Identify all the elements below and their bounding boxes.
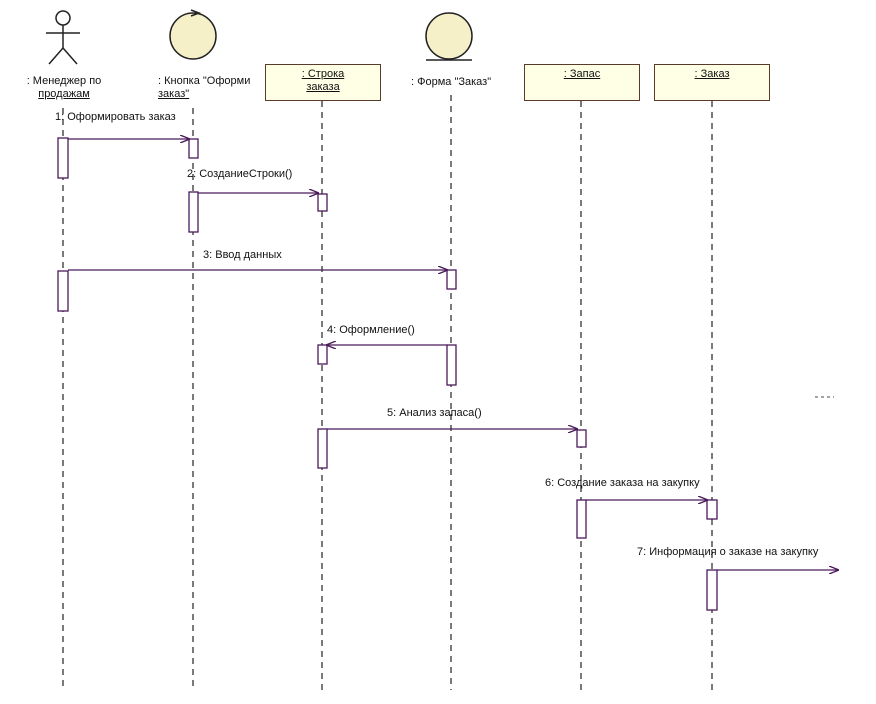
message-label-7: 7: Информация о заказе на закупку xyxy=(637,546,819,558)
entity-icon xyxy=(425,12,473,61)
message-label-4: 4: Оформление() xyxy=(327,324,415,336)
stock-label: : Запас xyxy=(563,68,601,80)
message-label-3: 3: Ввод данных xyxy=(203,249,282,261)
message-label-5: 5: Анализ запаса() xyxy=(387,407,482,419)
activation-bar xyxy=(188,138,199,159)
activation-bar xyxy=(188,191,199,233)
activation-bar xyxy=(317,193,328,212)
order-form-label: : Форма "Заказ" xyxy=(411,76,492,88)
participant-button-label: : Кнопка "Оформи заказ" xyxy=(158,75,263,101)
participant-order-form-label: : Форма "Заказ" xyxy=(411,76,491,89)
activation-bar xyxy=(446,269,457,290)
activation-bar xyxy=(446,344,457,386)
manager-label-line1: : Менеджер по xyxy=(26,75,102,87)
manager-label-line2: продажам xyxy=(38,88,90,100)
order-line-label-line1: : Строка xyxy=(301,68,345,80)
message-label-2: 2: СозданиеСтроки() xyxy=(187,168,293,180)
activation-bar xyxy=(57,137,69,179)
object-order: : Заказ xyxy=(654,64,770,101)
message-label-6: 6: Создание заказа на закупку xyxy=(545,477,700,489)
object-stock: : Запас xyxy=(524,64,640,101)
activation-bar xyxy=(576,429,587,448)
activation-bar xyxy=(706,499,718,520)
activation-bar xyxy=(57,270,69,312)
message-label-1: 1: Оформировать заказ xyxy=(55,111,176,123)
button-label-line2: заказ" xyxy=(158,88,190,100)
activation-bar xyxy=(576,499,587,539)
button-label-line1: : Кнопка "Оформи xyxy=(158,75,251,87)
activation-bar xyxy=(706,569,718,611)
participant-manager-label: : Менеджер по продажам xyxy=(18,75,110,101)
order-label: : Заказ xyxy=(694,68,730,80)
actor-icon xyxy=(46,10,80,65)
object-order-line: : Строка заказа xyxy=(265,64,381,101)
activation-bar xyxy=(317,428,328,469)
order-line-label-line2: заказа xyxy=(306,81,340,93)
control-icon xyxy=(169,9,217,60)
activation-bar xyxy=(317,344,328,365)
